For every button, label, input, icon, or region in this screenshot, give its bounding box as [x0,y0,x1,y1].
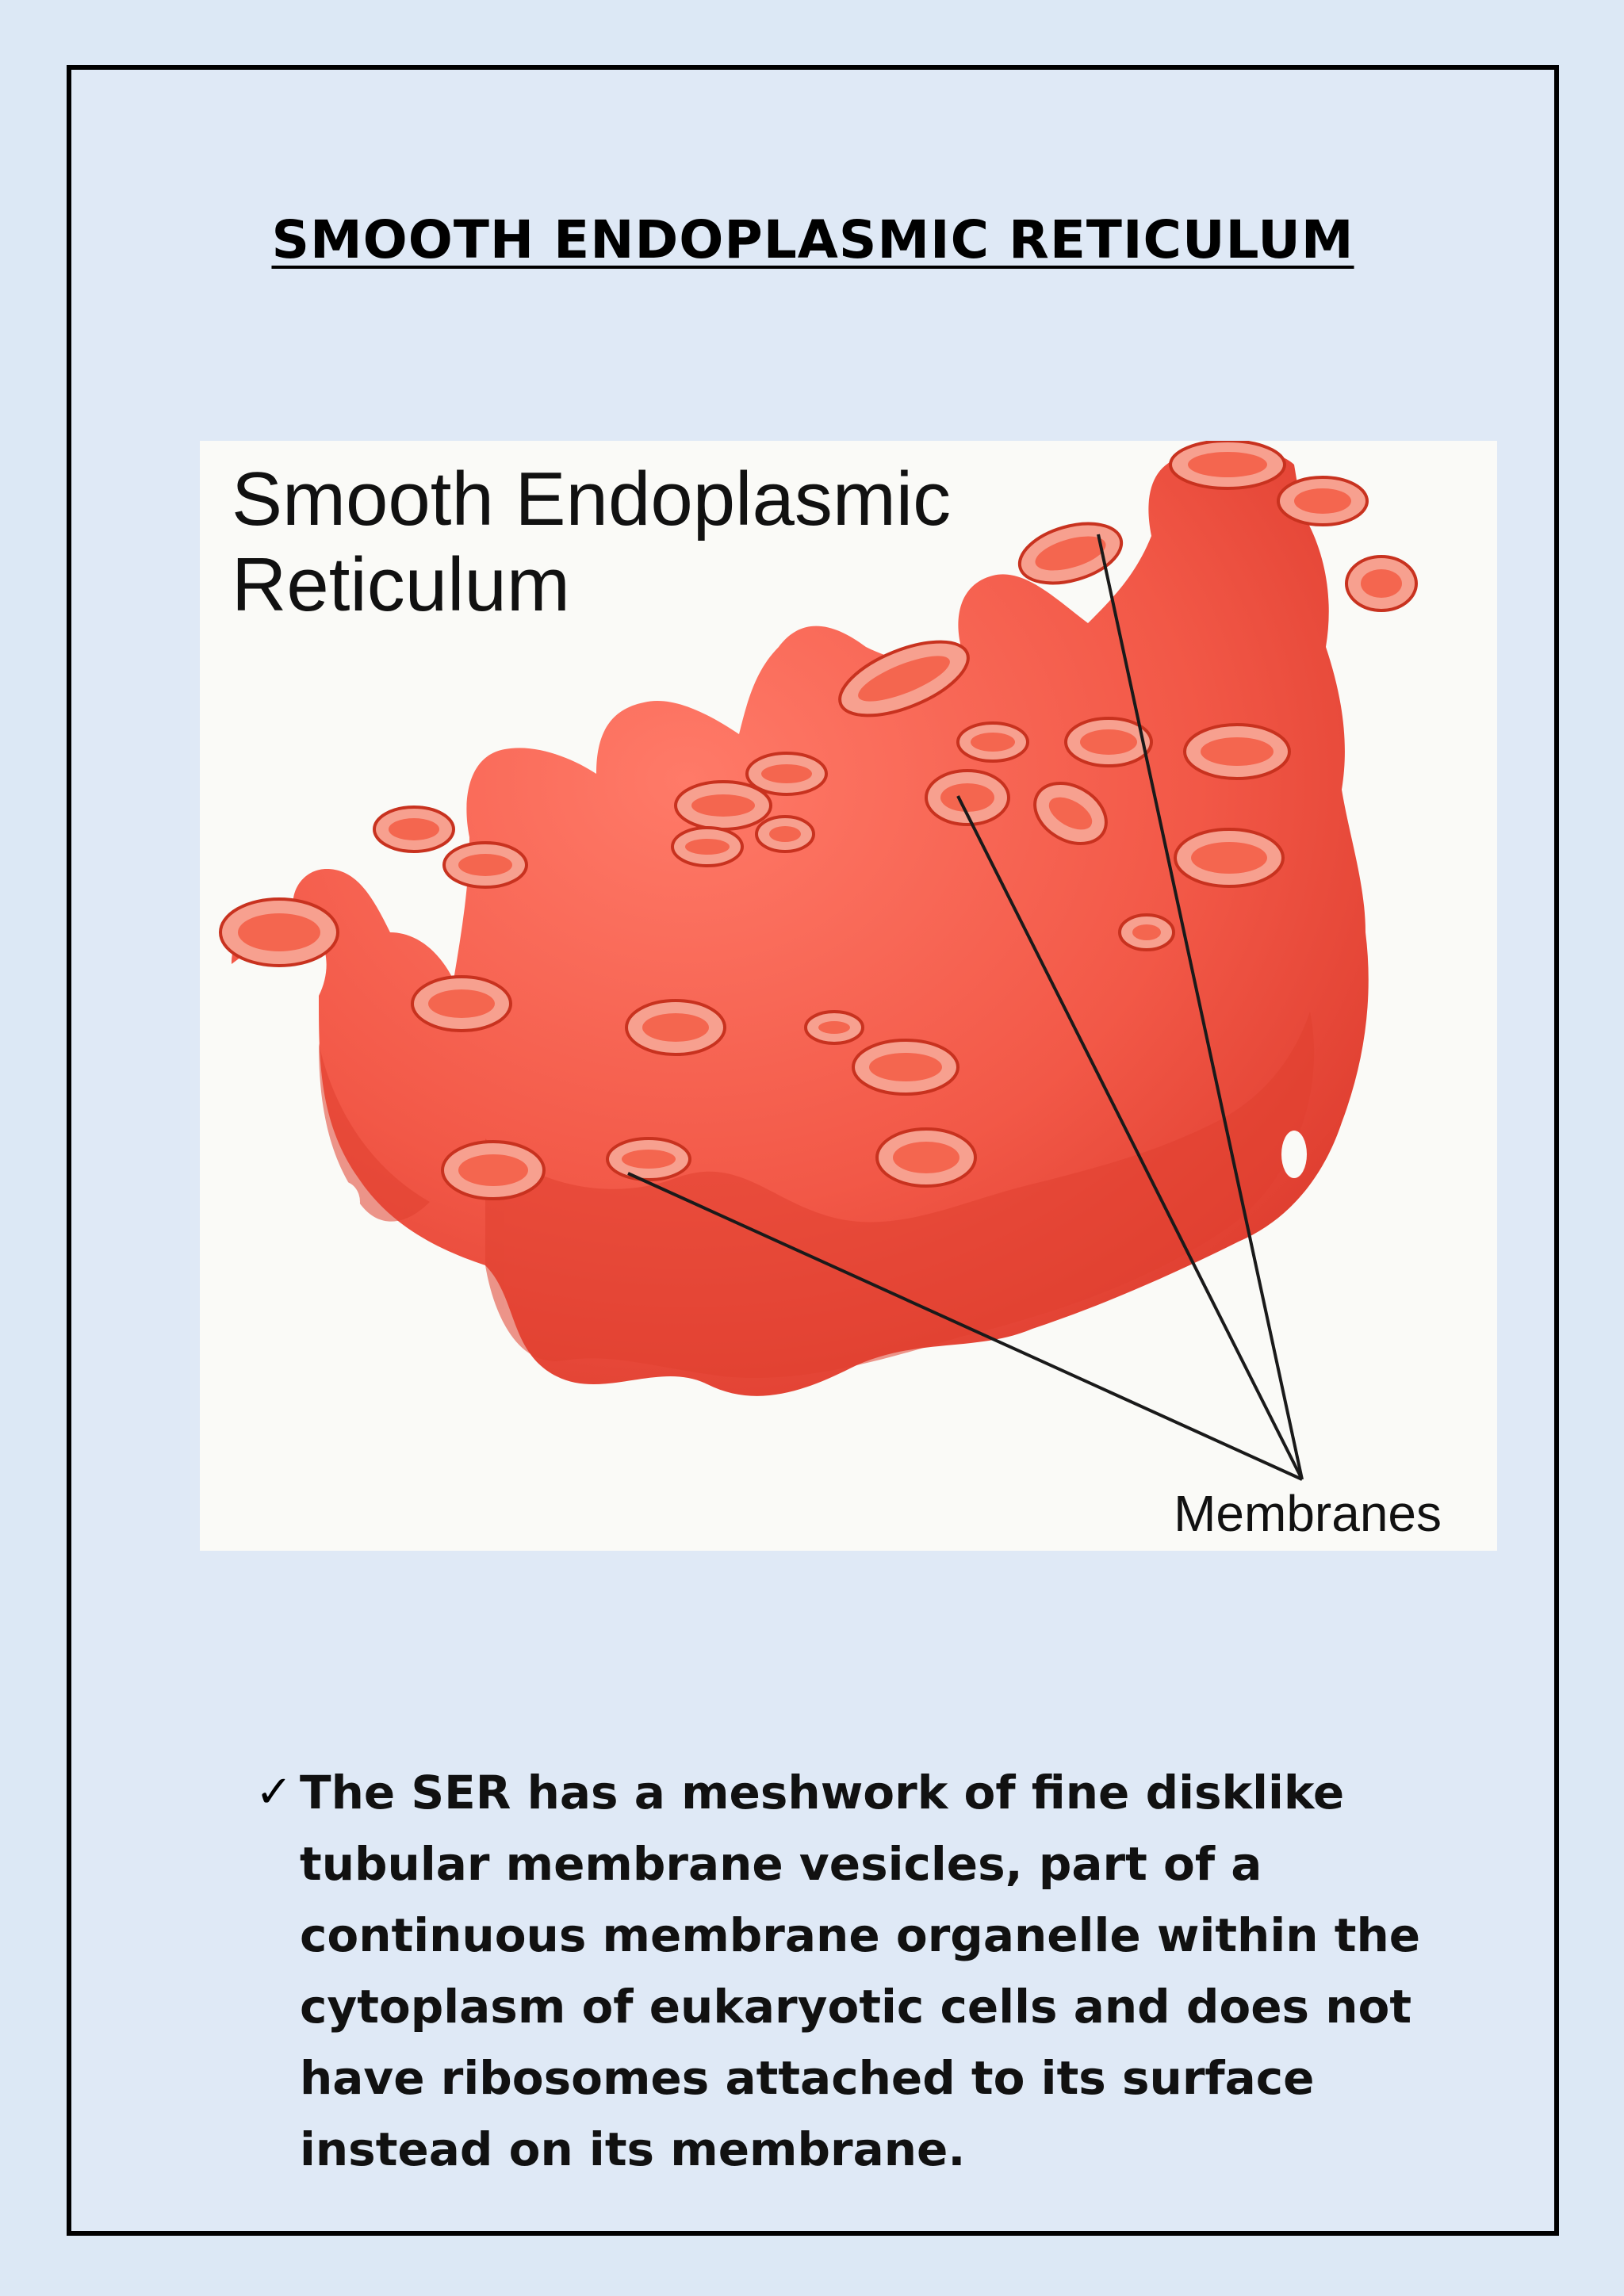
ser-illustration: Smooth Endoplasmic Reticulum Membranes [200,441,1497,1551]
bullet-text: The SER has a meshwork of fine disklike … [300,1757,1492,2185]
page-title: SMOOTH ENDOPLASMIC RETICULUM [71,209,1554,270]
bullet-item: ✓ The SER has a meshwork of fine disklik… [255,1757,1492,2185]
figure-title: Smooth Endoplasmic Reticulum [232,457,951,628]
page-title-text: SMOOTH ENDOPLASMIC RETICULUM [271,209,1354,270]
page-border: SMOOTH ENDOPLASMIC RETICULUM [67,65,1559,2236]
membranes-label: Membranes [1174,1484,1442,1543]
checkmark-icon: ✓ [255,1757,300,1828]
